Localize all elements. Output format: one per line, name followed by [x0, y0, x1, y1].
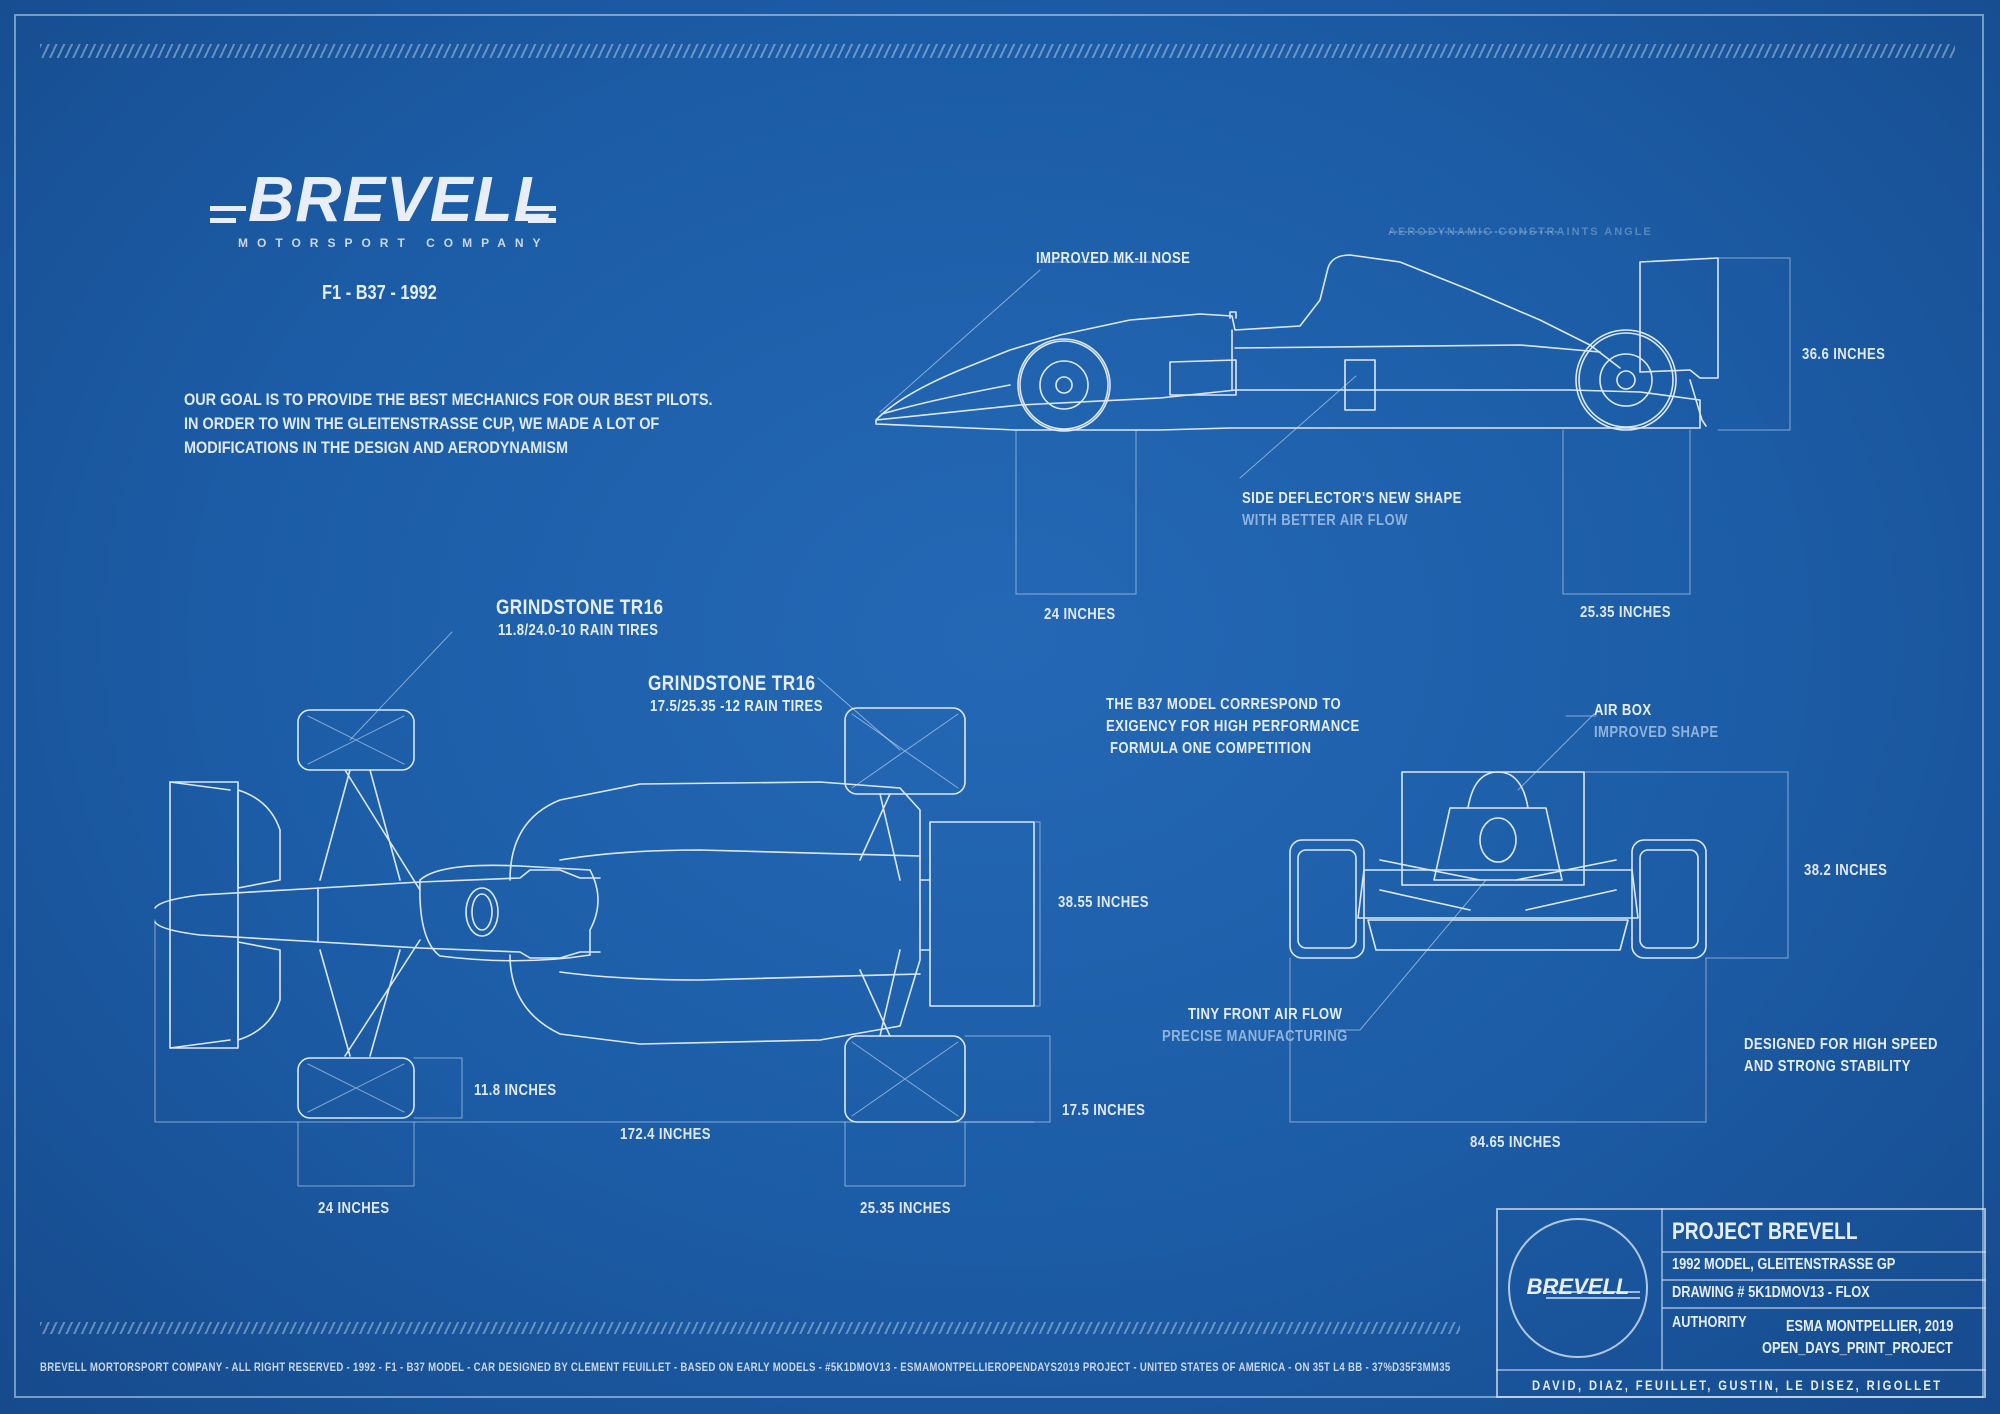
airbox-sublabel: IMPROVED SHAPE [1594, 724, 1719, 741]
front-tire-spec: 11.8/24.0-10 RAIN TIRES [498, 622, 659, 639]
model-line: 1992 MODEL, GLEITENSTRASSE GP [1672, 1256, 1896, 1273]
front-view-car [1289, 771, 1707, 959]
front-width-dim: 84.65 INCHES [1470, 1134, 1561, 1151]
authors-list: DAVID, DIAZ, FEUILLET, GUSTIN, LE DISEZ,… [1532, 1377, 1943, 1393]
model-designation: F1 - B37 - 1992 [322, 282, 437, 304]
top-hatch-strip [40, 44, 1955, 58]
logo-stripe-left [210, 206, 246, 211]
front-tire-width-dim: 11.8 INCHES [474, 1082, 557, 1099]
goal-line: OUR GOAL IS TO PROVIDE THE BEST MECHANIC… [184, 390, 713, 409]
side-view-car [875, 254, 1719, 432]
goal-line: IN ORDER TO WIN THE GLEITENSTRASSE CUP, … [184, 414, 660, 433]
design-note-line: AND STRONG STABILITY [1744, 1058, 1911, 1075]
model-note-line: EXIGENCY FOR HIGH PERFORMANCE [1106, 718, 1360, 735]
side-front-wheel-dim: 24 INCHES [1044, 606, 1116, 623]
logo-stripe-left-2 [210, 218, 236, 223]
title-block-seal [1508, 1218, 1648, 1358]
nose-label: IMPROVED MK-II NOSE [1036, 250, 1191, 267]
front-height-dim: 38.2 INCHES [1804, 862, 1888, 879]
sheet-border [14, 14, 1984, 1398]
top-view-car [154, 769, 1035, 1057]
footer-credits: BREVELL MORTORSPORT COMPANY - ALL RIGHT … [40, 1360, 1451, 1374]
project-name: PROJECT BREVELL [1672, 1218, 1858, 1245]
logo-stripe-right [518, 206, 556, 211]
model-note-line: THE B37 MODEL CORRESPOND TO [1106, 696, 1342, 713]
brand-logo: BREVELL [248, 163, 554, 235]
brand-tagline: MOTORSPORT COMPANY [238, 236, 550, 250]
top-width-dim: 38.55 INCHES [1058, 894, 1149, 911]
goal-paragraph: OUR GOAL IS TO PROVIDE THE BEST MECHANIC… [184, 388, 713, 460]
bottom-hatch-strip [40, 1322, 1460, 1334]
length-dim: 172.4 INCHES [620, 1126, 711, 1143]
title-block [1496, 1208, 1986, 1398]
drawing-number: DRAWING # 5K1DMOV13 - FLOX [1672, 1284, 1870, 1301]
side-rear-wheel-dim: 25.35 INCHES [1580, 604, 1671, 621]
aero-constraints-label: AERODYNAMIC CONSTRAINTS ANGLE [1388, 226, 1653, 238]
side-height-dim: 36.6 INCHES [1802, 346, 1886, 363]
airbox-label: AIR BOX [1594, 702, 1652, 719]
design-note-line: DESIGNED FOR HIGH SPEED [1744, 1036, 1938, 1053]
deflector-label: SIDE DEFLECTOR'S NEW SHAPE [1242, 490, 1462, 507]
airflow-sublabel: PRECISE MANUFACTURING [1162, 1028, 1348, 1045]
goal-line: MODIFICATIONS IN THE DESIGN AND AERODYNA… [184, 438, 569, 457]
front-tire-dia-dim: 24 INCHES [318, 1200, 390, 1217]
logo-stripe-right-2 [528, 218, 556, 223]
rear-tire-dia-dim: 25.35 INCHES [860, 1200, 951, 1217]
deflector-sublabel: WITH BETTER AIR FLOW [1242, 512, 1408, 529]
airflow-label: TINY FRONT AIR FLOW [1188, 1006, 1343, 1023]
seal-logo: BREVELL [1526, 1274, 1630, 1299]
authority-label: AUTHORITY [1672, 1314, 1747, 1331]
rear-tire-title: GRINDSTONE TR16 [648, 672, 816, 695]
rear-tire-spec: 17.5/25.35 -12 RAIN TIRES [650, 698, 823, 715]
model-note-line: FORMULA ONE COMPETITION [1110, 740, 1312, 757]
authority-line: OPEN_DAYS_PRINT_PROJECT [1762, 1340, 1953, 1357]
front-tire-title: GRINDSTONE TR16 [496, 596, 664, 619]
authority-line: ESMA MONTPELLIER, 2019 [1786, 1318, 1954, 1335]
rear-tire-width-dim: 17.5 INCHES [1062, 1102, 1146, 1119]
